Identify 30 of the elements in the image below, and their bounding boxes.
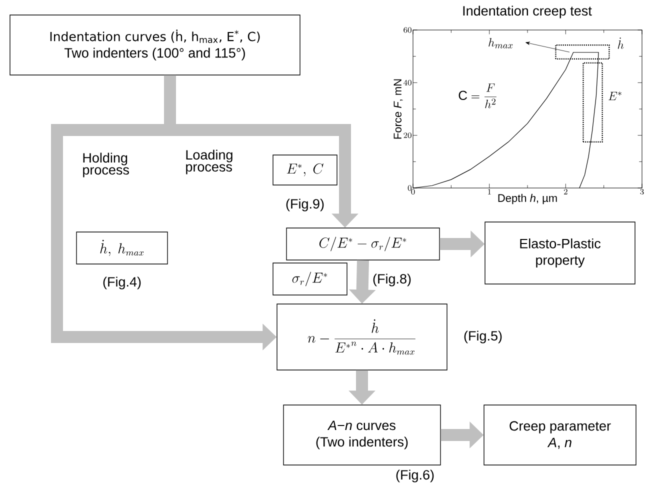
process-box: $C/E^{*}-\sigma_{r}/E^{*}$ [286, 228, 440, 260]
process-box: $E^{*},\ C$ [272, 154, 338, 186]
line-chart: 0 1 2 3 0 20 40 60 $h_{max}$ $\dot{h}$ $\mathrm{C}=\frac{F}{h^{2}}$ $E^{*}$ Depth h, µm Force F, mN [394, 27, 644, 204]
process-box: Indentation curves (ḣ, h$_{max}$, E$^{*}$, C) Two indenters (100° and 115°) [10, 14, 300, 76]
annotation: $h_{max}$ [488, 38, 513, 48]
x-tick-label: 3 [640, 189, 644, 195]
y-tick-label: 20 [404, 132, 412, 138]
process-box: $\dot{h},\ h_{max}$ [76, 232, 168, 264]
figure-reference: (Fig.5) [464, 330, 502, 344]
figure-reference: (Fig.9) [286, 198, 324, 212]
chart-title: Indentation creep test [463, 6, 592, 18]
y-axis-title: Force F, mN [394, 79, 403, 139]
annotation: $\mathrm{C}=\frac{F}{h^{2}}$ [458, 84, 496, 108]
process-box: $n-\frac{\dot{h}}{{E^{*}}^{n}\cdot A\cdot h_{max}}$ [276, 304, 448, 370]
process-label: Loading process [186, 150, 232, 174]
process-box: A−n curves (Two indenters) [283, 404, 441, 466]
annotation: $E^{*}$ [608, 92, 622, 100]
process-label: Holding process [83, 152, 129, 178]
figure-reference: (Fig.4) [103, 276, 141, 290]
annotation: $\dot{h}$ [618, 38, 624, 49]
x-tick-label: 2 [564, 189, 568, 194]
y-tick-label: 60 [404, 27, 412, 33]
y-tick-label: 40 [404, 80, 412, 86]
figure-reference: (Fig.8) [373, 274, 411, 286]
figure-reference: (Fig.6) [396, 470, 434, 482]
process-box: Elasto-Plastic property [484, 222, 636, 284]
process-box: Creep parameter A, n [484, 404, 636, 466]
x-axis-title: Depth h, µm [498, 194, 557, 204]
process-box: $\sigma_{r}/E^{*}$ [272, 262, 348, 296]
x-tick-label: 1 [488, 189, 491, 194]
